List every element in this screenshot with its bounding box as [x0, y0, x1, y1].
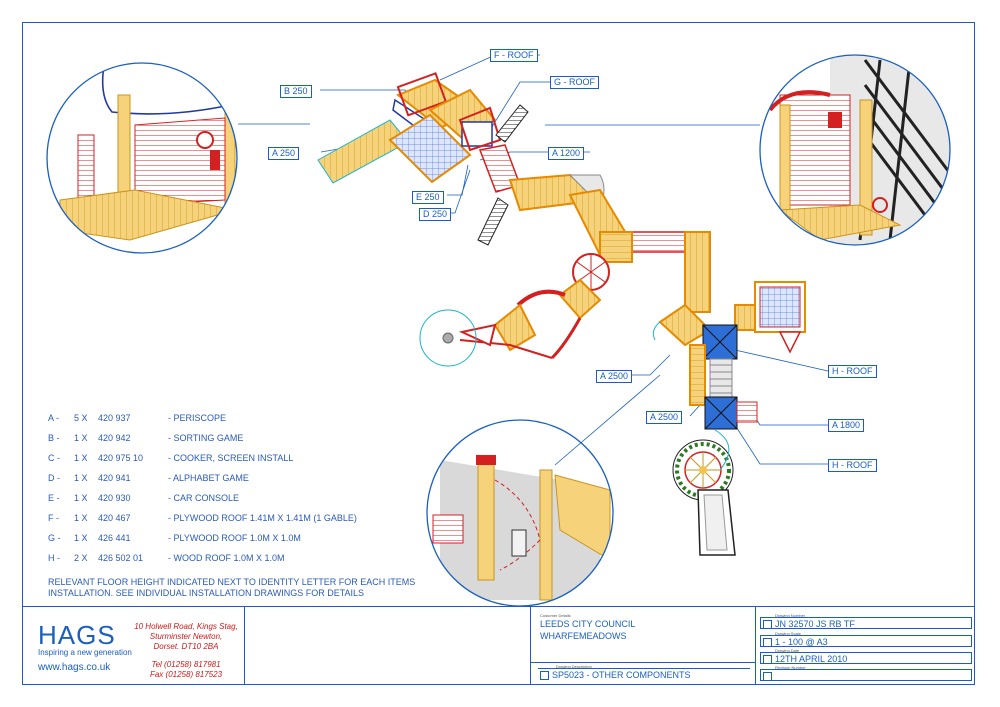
playground-plan: [317, 72, 806, 556]
scale-icon: [763, 638, 772, 647]
callout-a2500-2: A 2500: [646, 411, 683, 424]
drawing-number: JN 32570 JS RB TF: [760, 617, 972, 629]
slogan: Inspiring a new generation: [38, 648, 132, 657]
detail-circle-outline-1: [46, 62, 238, 254]
drawing-description-label: Drawing Description: [556, 664, 592, 669]
detail-circle-top-right: [760, 55, 950, 245]
customer-name: LEEDS CITY COUNCIL: [540, 619, 636, 629]
callout-a1800: A 1800: [828, 419, 865, 432]
callout-g-roof: G - ROOF: [550, 76, 599, 89]
detail-circle-bottom: [427, 420, 613, 606]
callout-h-roof-2: H - ROOF: [828, 459, 877, 472]
callout-f-roof: F - ROOF: [490, 49, 538, 62]
callout-d250: D 250: [419, 208, 452, 221]
callout-a1200: A 1200: [548, 147, 585, 160]
drawing-scale: 1 - 100 @ A3: [760, 635, 972, 647]
drawing-description: SP5023 - OTHER COMPONENTS: [538, 668, 750, 680]
revision-number-label: Revision Number: [775, 665, 806, 670]
website-link[interactable]: www.hags.co.uk: [38, 662, 111, 673]
drawing-frame: [22, 22, 975, 685]
title-block-divider: [244, 606, 245, 685]
title-block-divider: [530, 606, 531, 685]
company-address: 10 Holwell Road, Kings Stag, Sturminster…: [134, 622, 238, 679]
drawing-date: 12TH APRIL 2010: [760, 652, 972, 664]
date-icon: [763, 655, 772, 664]
title-block-divider: [755, 606, 756, 685]
installation-note: RELEVANT FLOOR HEIGHT INDICATED NEXT TO …: [48, 577, 416, 598]
callout-b250: B 250: [280, 85, 312, 98]
callout-a250: A 250: [268, 147, 300, 160]
customer-details-label: Customer Details: [540, 613, 571, 618]
drawing-number-label: Drawing Number: [775, 613, 806, 618]
description-icon: [540, 671, 549, 680]
detail-circle-outline-2: [759, 54, 951, 246]
hags-logo: HAGS: [38, 620, 116, 650]
drawing-number-icon: [763, 620, 772, 629]
detail-circle-top-left: [47, 63, 237, 253]
callout-e250: E 250: [412, 191, 444, 204]
customer-site: WHARFEMEADOWS: [540, 631, 627, 641]
drawing-scale-label: Drawing Scale: [775, 631, 801, 636]
drawing-date-label: Drawing Date: [775, 648, 800, 653]
callout-a2500-1: A 2500: [596, 370, 633, 383]
revision-number: [760, 669, 972, 681]
revision-icon: [763, 672, 772, 681]
title-block-divider: [530, 662, 755, 663]
title-block-top-line: [22, 606, 975, 607]
callout-h-roof-1: H - ROOF: [828, 365, 877, 378]
